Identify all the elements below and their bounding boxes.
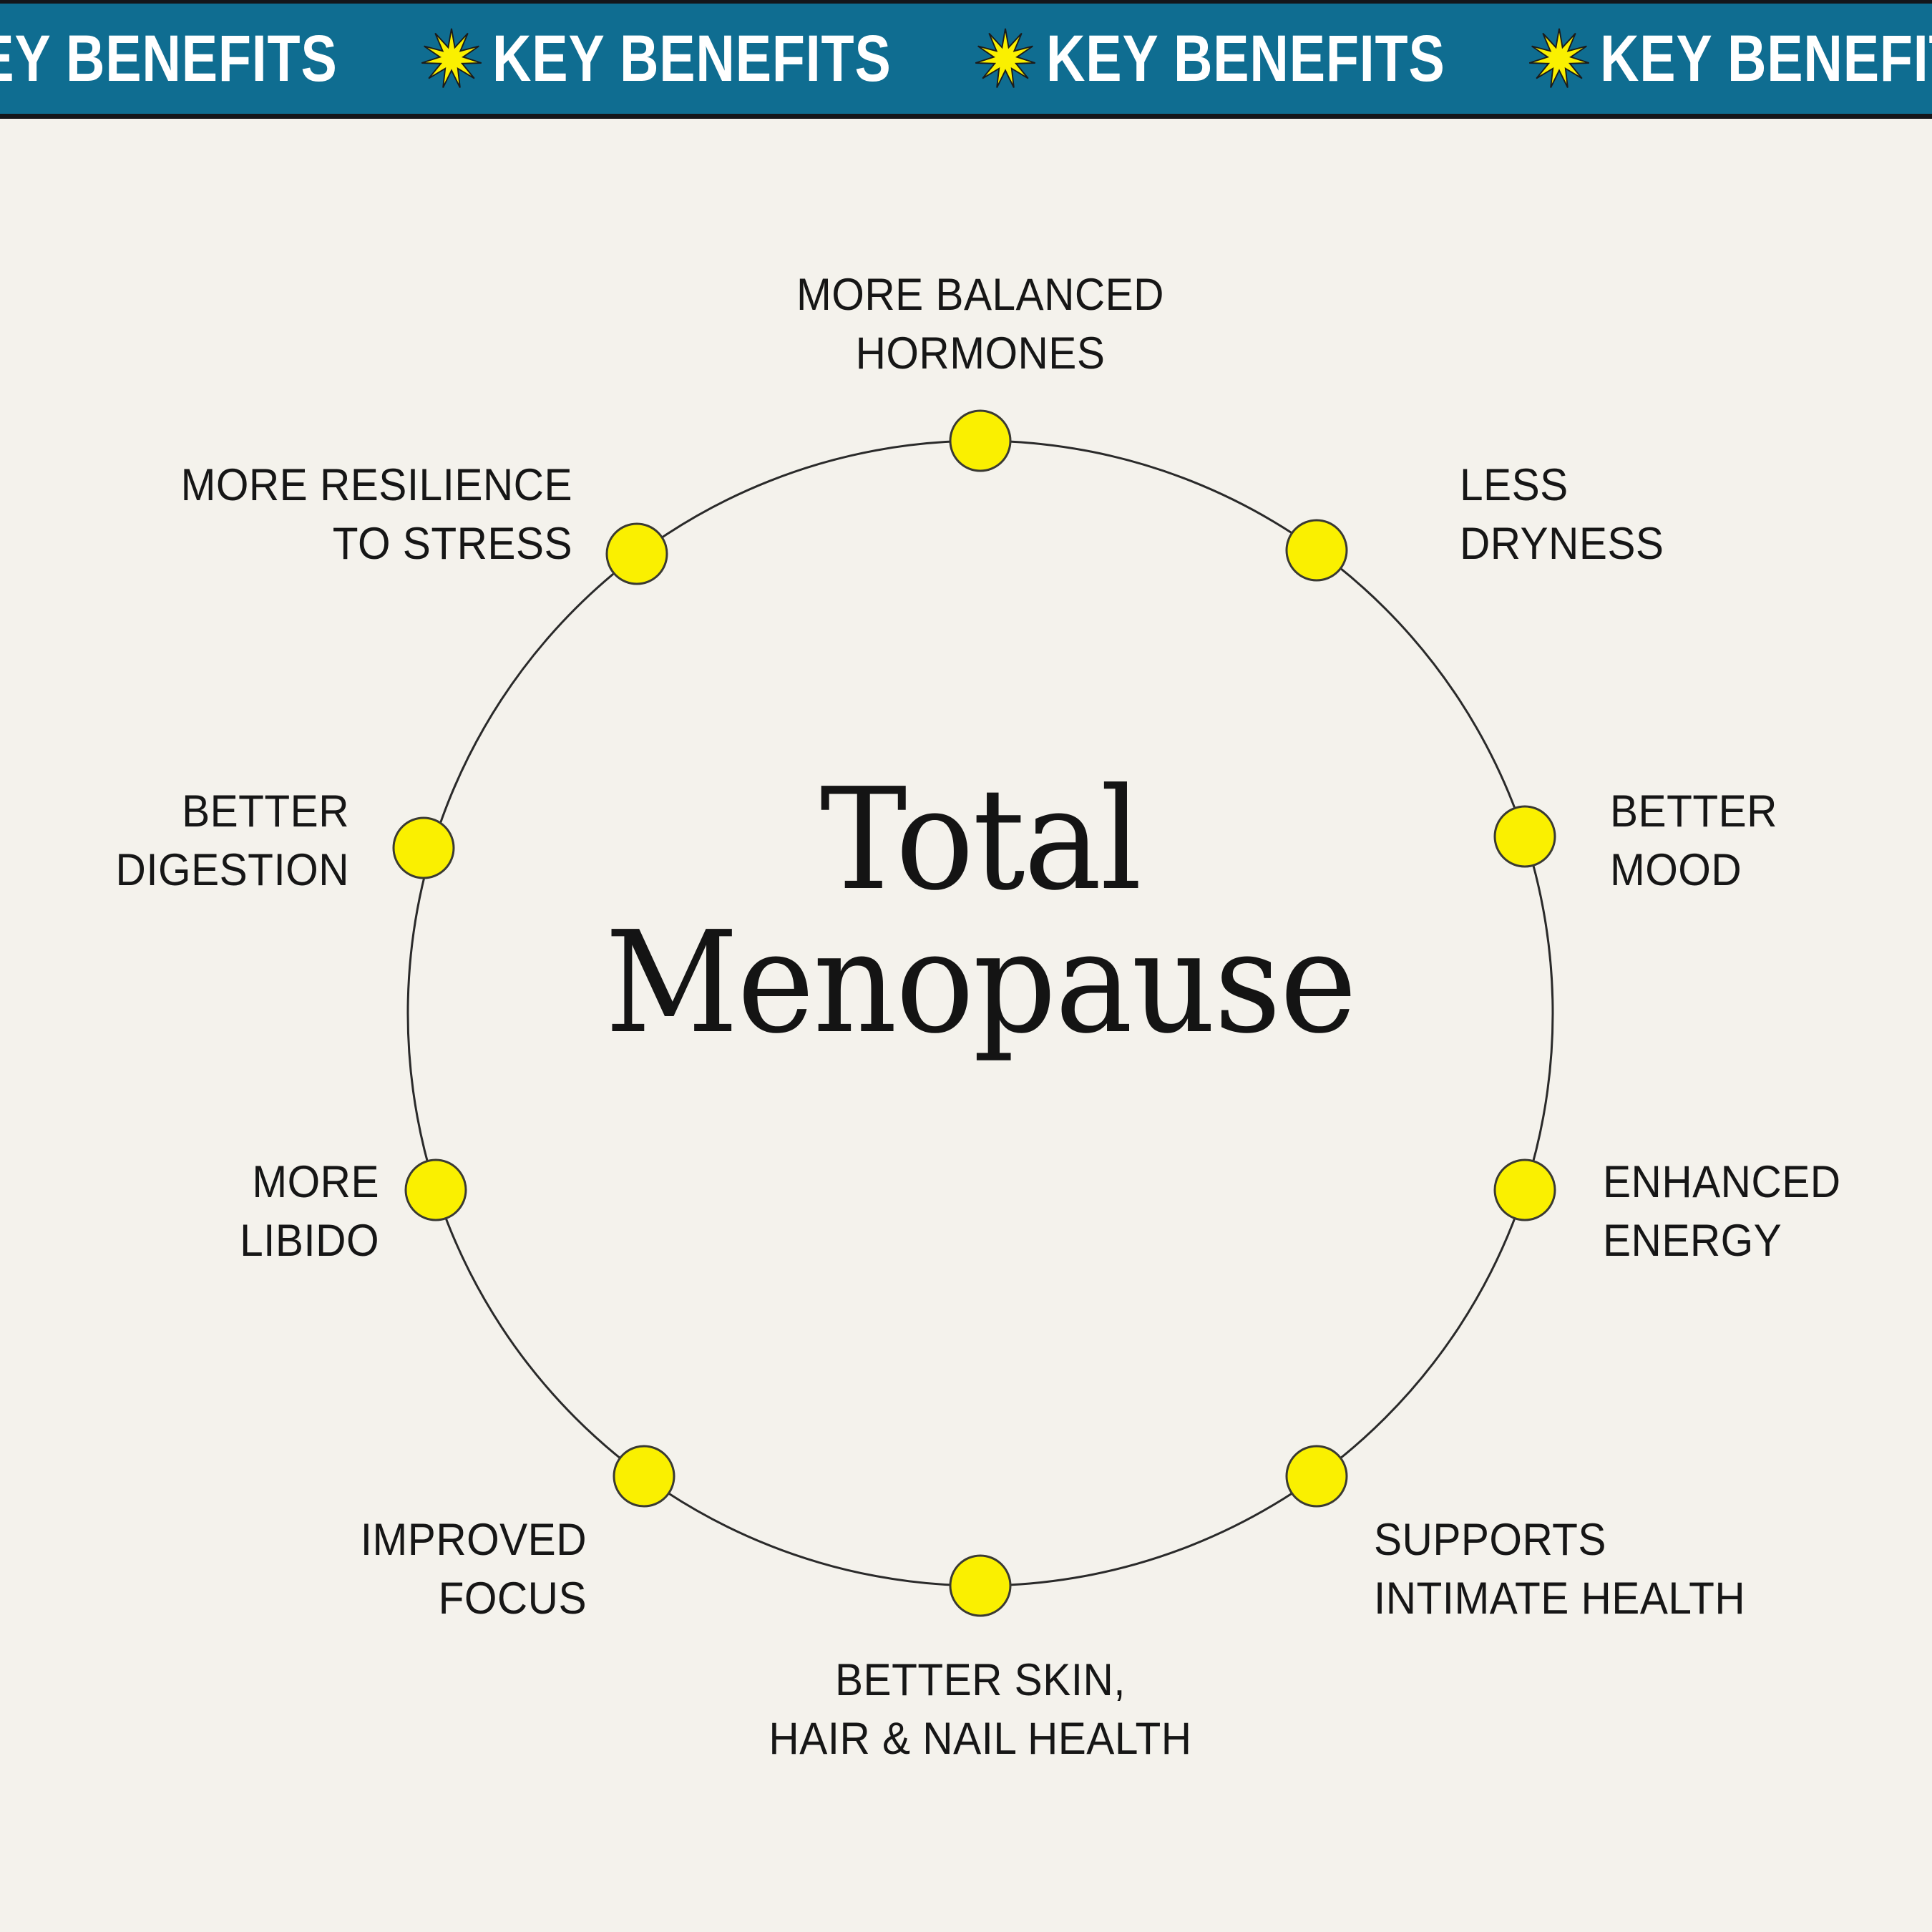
benefit-dot[interactable]	[613, 1445, 675, 1508]
benefit-dot[interactable]	[949, 1554, 1012, 1617]
benefit-dot[interactable]	[1285, 1445, 1348, 1508]
benefit-label: LESS DRYNESS	[1460, 460, 1664, 569]
key-benefits-marquee-banner: KEY BENEFITS KEY BENEFITS KEY BENEFITS KEY …	[0, 0, 1932, 119]
benefit-dot[interactable]	[1285, 519, 1348, 582]
wheel-ring	[406, 439, 1554, 1587]
benefit-dot[interactable]	[605, 522, 668, 585]
benefit-dot[interactable]	[404, 1158, 467, 1221]
sparkle-star-icon	[1528, 28, 1590, 89]
sparkle-star-icon	[421, 28, 482, 89]
benefit-label: ENHANCED ENERGY	[1603, 1157, 1841, 1266]
banner-text: KEY BENEFITS	[492, 22, 892, 95]
benefit-label: BETTER MOOD	[1610, 786, 1777, 895]
benefit-label: MORE RESILIENCE TO STRESS	[180, 460, 572, 569]
banner-text: KEY BENEFITS	[1046, 22, 1445, 95]
benefit-label: MORE BALANCED HORMONES	[796, 270, 1164, 379]
banner-text: KEY BENEFITS	[1600, 22, 1932, 95]
benefit-label: BETTER DIGESTION	[115, 786, 350, 895]
sparkle-star-icon	[975, 28, 1036, 89]
benefit-dot[interactable]	[392, 816, 455, 879]
benefit-label: SUPPORTS INTIMATE HEALTH	[1374, 1515, 1746, 1624]
benefit-dot[interactable]	[1493, 805, 1556, 868]
benefit-label: BETTER SKIN, HAIR & NAIL HEALTH	[769, 1655, 1192, 1764]
benefit-dot[interactable]	[949, 409, 1012, 472]
benefit-label: IMPROVED FOCUS	[360, 1515, 587, 1624]
benefit-label: MORE LIBIDO	[240, 1157, 379, 1266]
benefit-dot-group	[392, 409, 1556, 1617]
benefit-dot[interactable]	[1493, 1158, 1556, 1221]
banner-text: KEY BENEFITS	[0, 22, 338, 95]
